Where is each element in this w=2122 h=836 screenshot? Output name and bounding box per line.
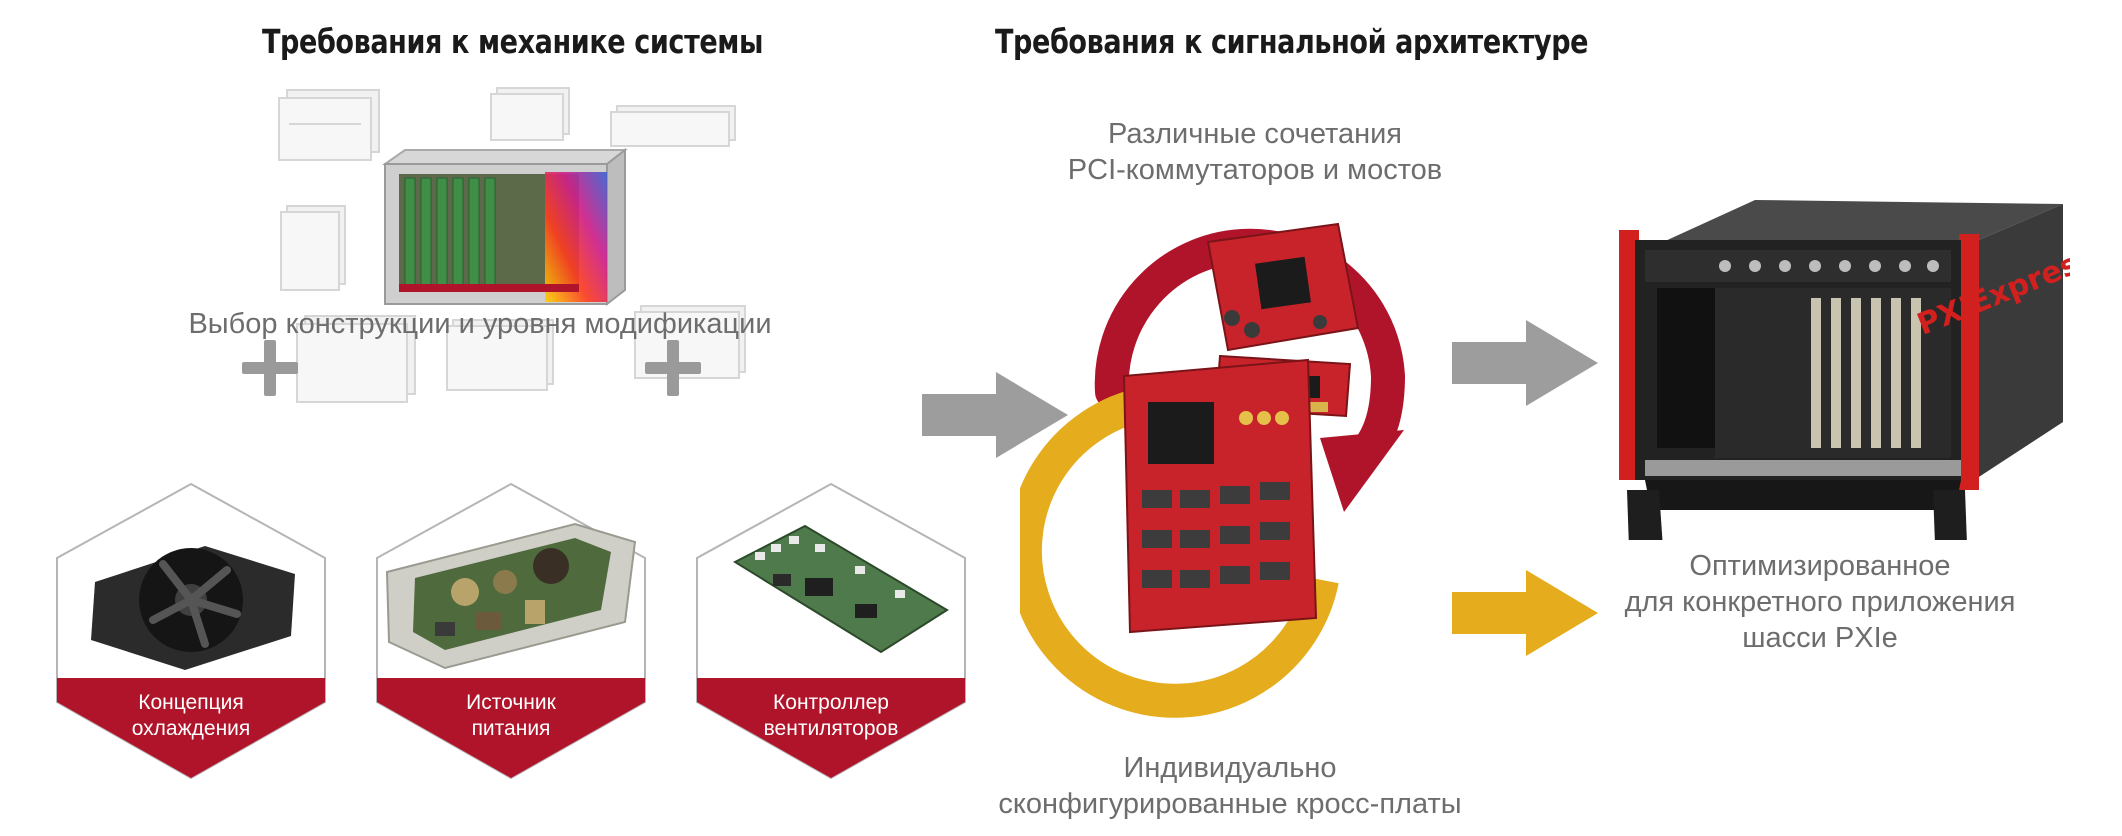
plus-icon: [645, 340, 701, 396]
mechanics-heading: Требования к механике системы: [262, 22, 764, 61]
arrow-yellow-to-caption: [1452, 570, 1598, 656]
subrack-chassis: [381, 147, 628, 307]
backplane-board: [1122, 358, 1318, 634]
configuration-cycle: [1020, 222, 1406, 718]
ghost-enclosure-top-left: [278, 89, 380, 161]
arrow-gray-to-cycle: [922, 372, 1068, 458]
pxie-chassis-illustration: PXIExpress: [1619, 200, 2070, 540]
chassis-side-panel: [1965, 204, 2063, 486]
cooling-fan-icon: [91, 546, 295, 670]
signal-heading: Требования к сигнальной архитектуре: [995, 22, 1589, 61]
exploded-chassis-illustration: [278, 87, 746, 403]
chassis-left-handle: [1619, 230, 1639, 480]
fan-controller-icon: [732, 524, 949, 654]
plus-icon: [242, 340, 298, 396]
design-choice-caption: Выбор конструкции и уровня модификации: [188, 308, 772, 340]
ghost-enclosure-left: [280, 205, 346, 291]
ghost-enclosure-top-right: [610, 105, 736, 147]
red-arrowhead-icon: [1320, 430, 1404, 512]
ghost-enclosure-bottom-left: [296, 315, 416, 403]
power-supply-icon: [385, 522, 637, 670]
ghost-enclosure-bottom-center: [446, 319, 554, 391]
pci-switch-board: [1206, 222, 1360, 352]
ghost-enclosure-top-center: [490, 87, 570, 141]
arrow-gray-to-chassis: [1452, 320, 1598, 406]
chassis-right-handle: [1959, 234, 1979, 490]
